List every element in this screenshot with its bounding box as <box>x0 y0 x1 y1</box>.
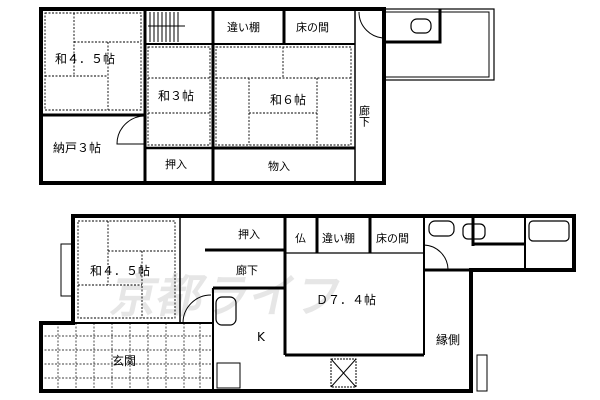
room-label: 玄関 <box>112 353 136 368</box>
room-label: 和３帖 <box>158 88 194 103</box>
kitchen-sink-icon <box>215 296 237 326</box>
room-label: 仏 <box>295 232 306 245</box>
room-label: 廊下 <box>236 263 258 277</box>
room-label: 床の間 <box>376 231 409 245</box>
tatami-pattern <box>77 220 176 319</box>
room-label: K <box>257 330 266 344</box>
room-label: 和６帖 <box>270 92 306 107</box>
door-swing-icon <box>423 244 449 270</box>
room-label: 押入 <box>165 157 187 171</box>
room-label: 縁側 <box>436 332 460 347</box>
toilet-icon <box>410 18 432 34</box>
room-label: 物入 <box>268 159 290 173</box>
room-label: 押入 <box>238 227 260 241</box>
bay-window <box>60 243 74 297</box>
door-swing-icon <box>182 294 212 324</box>
room-label: 違い棚 <box>322 231 355 245</box>
storage-hatch-icon <box>330 358 357 388</box>
room-label: 和４．５帖 <box>55 51 115 66</box>
room-label: 和４．５帖 <box>90 263 150 278</box>
room-label: 納戸３帖 <box>53 140 101 155</box>
stove-icon <box>216 362 241 389</box>
watermark: 京都ライフ <box>106 269 347 322</box>
tatami-pattern <box>44 12 352 146</box>
room-label: 違い棚 <box>227 20 260 34</box>
toilet-icon <box>462 223 486 240</box>
room-label: 廊下 <box>358 104 371 128</box>
door-swing-icon <box>116 115 146 145</box>
toilet-room <box>382 9 442 44</box>
room-label: Ｄ７．４帖 <box>316 292 376 307</box>
room-label: 床の間 <box>296 20 329 34</box>
washbasin-icon <box>428 220 455 237</box>
stairs-icon <box>148 12 185 42</box>
bathtub-icon <box>528 220 570 242</box>
genkan-tile <box>41 323 213 391</box>
door-swing-icon <box>358 11 386 39</box>
